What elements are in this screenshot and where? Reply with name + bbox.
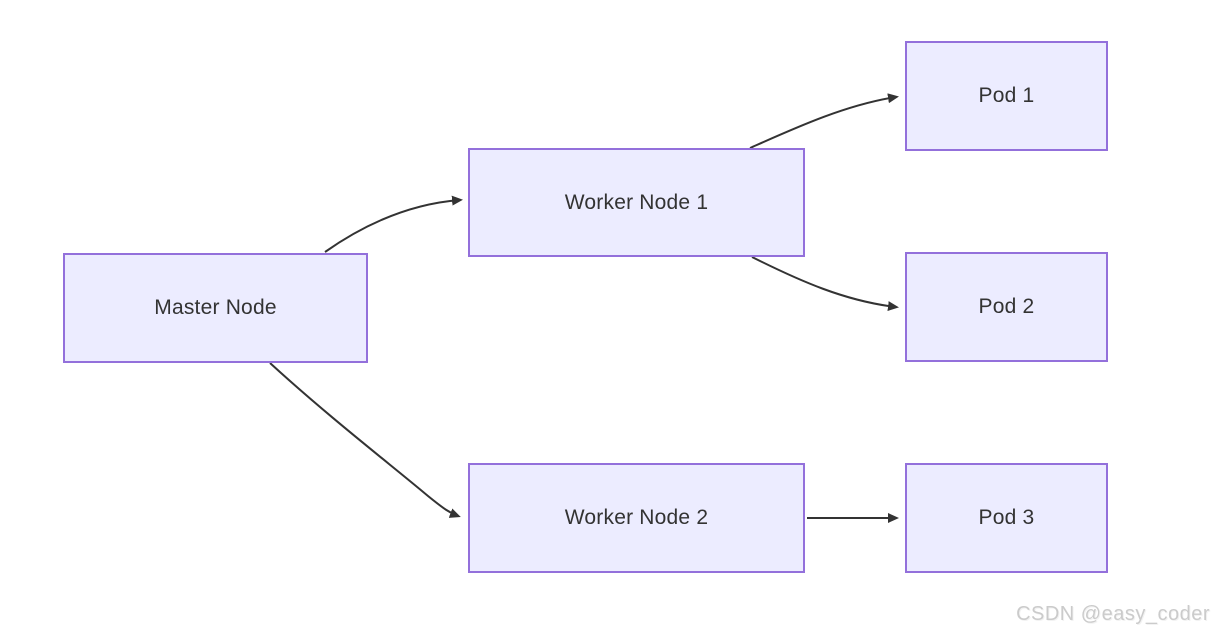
node-pod-3-label: Pod 3 <box>978 506 1035 529</box>
edge-worker1-to-pod2 <box>751 256 899 312</box>
edge-worker1-to-pod1 <box>749 93 899 149</box>
node-pod-2: Pod 2 <box>905 252 1108 362</box>
node-worker-1-label: Worker Node 1 <box>564 190 709 214</box>
node-worker-1: Worker Node 1 <box>468 148 805 257</box>
node-pod-1-label: Pod 1 <box>978 84 1035 107</box>
edge-master-to-worker2 <box>269 362 461 518</box>
watermark: CSDN @easy_coder <box>1016 603 1210 625</box>
edge-master-to-worker1 <box>324 195 463 253</box>
node-pod-3: Pod 3 <box>905 463 1108 573</box>
node-pod-2-label: Pod 2 <box>978 295 1035 318</box>
node-worker-2-label: Worker Node 2 <box>564 506 709 529</box>
node-master-label: Master Node <box>154 296 277 319</box>
node-pod-1: Pod 1 <box>905 41 1108 151</box>
node-master: Master Node <box>63 253 368 363</box>
node-worker-2: Worker Node 2 <box>468 463 805 573</box>
